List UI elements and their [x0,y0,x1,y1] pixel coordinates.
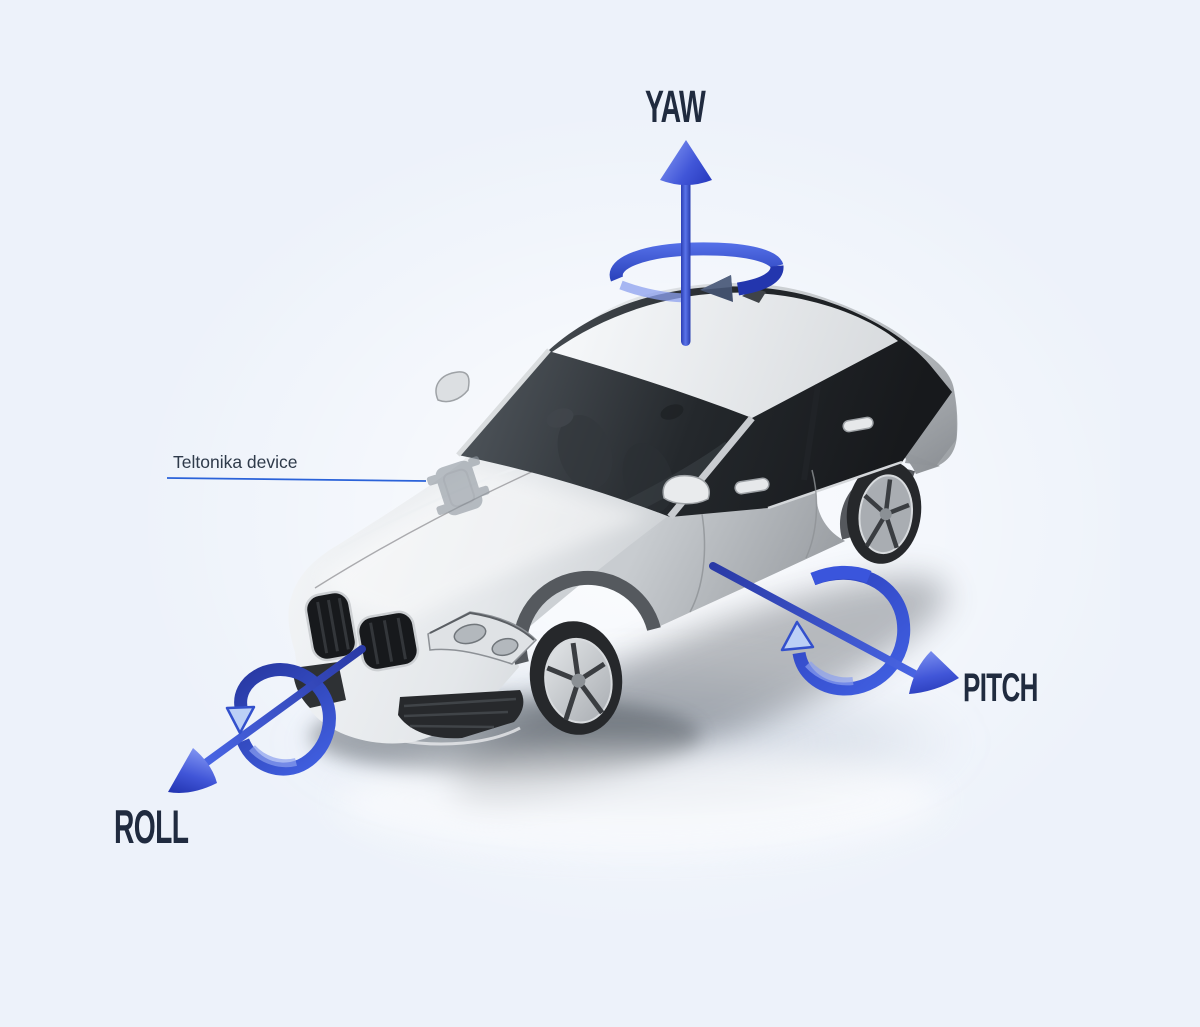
device-label: Teltonika device [173,452,298,472]
yaw-rotation-arrow-icon [609,140,784,346]
hood-highlight [320,468,650,625]
door-seam-front [689,513,706,613]
pitch-label: PITCH [963,666,1038,710]
pitch-rotation-arrow-icon [709,562,959,696]
side-mirror-far [435,371,470,403]
pitch-ring-inner-face [805,661,854,686]
roll-ring-inner-face [249,745,297,768]
roll-rotation-arrow-icon [168,645,366,793]
a-pillar-far [456,348,551,457]
hood-cutline [314,461,554,589]
roll-axis-shaft [196,645,366,771]
pitch-ring-over-shaft [810,565,872,586]
device-leader-line [166,477,427,482]
yaw-ring-arrowhead-shade [700,275,732,290]
yaw-axis-shaft [681,176,691,346]
front-grille [304,590,420,672]
b-pillar [801,384,821,481]
roll-ring-arrowhead-icon [225,705,256,735]
car-side-panel [512,442,940,660]
yaw-ring-front [736,265,784,296]
yaw-arrowhead-icon [660,140,712,185]
device-marker [426,456,490,516]
door-handle-rear [842,416,874,433]
car-illustration [288,282,958,746]
yaw-ring-back [609,242,784,282]
car-roof [552,292,898,418]
front-wheel [529,621,623,735]
side-mirror-near [662,474,710,505]
roll-arrowhead-icon [168,748,217,793]
pitch-ring-arrowhead-icon [780,620,815,652]
pitch-arrowhead-icon [909,651,959,694]
roll-label: ROLL [114,800,189,853]
belt-trim [767,460,903,510]
roll-ring [234,663,336,776]
door-seam-rear [805,469,818,559]
door-handle-front [734,477,770,495]
yaw-label: YAW [645,81,706,132]
headlight [427,611,538,665]
pitch-axis-shaft [709,562,930,684]
rear-wheel [846,460,922,564]
